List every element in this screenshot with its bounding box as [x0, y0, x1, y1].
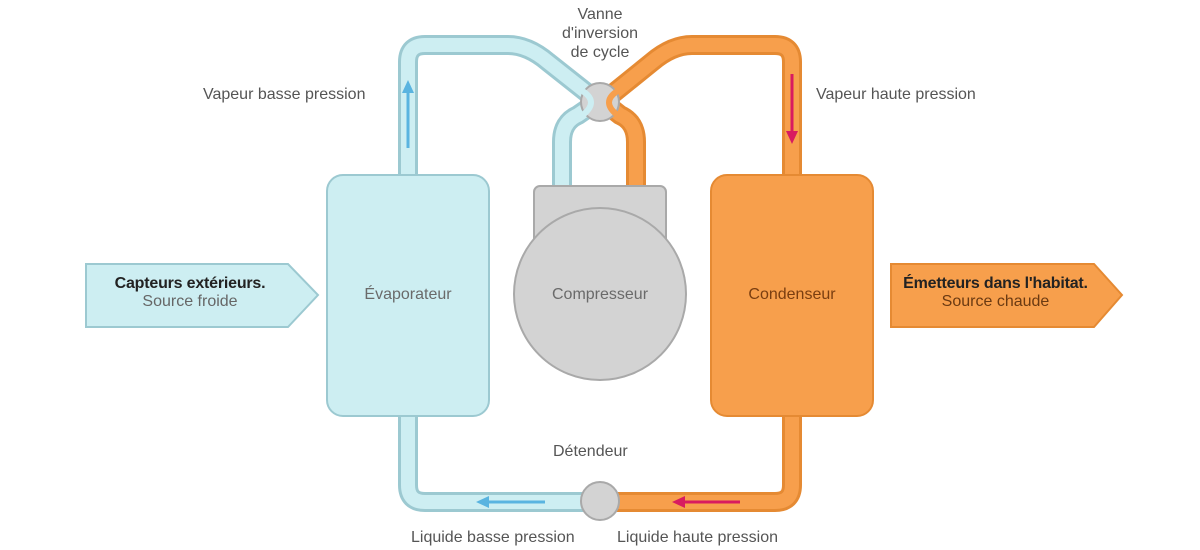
expander-label: Détendeur [553, 443, 628, 460]
condenser-box [710, 174, 874, 417]
evaporator-box [326, 174, 490, 417]
hot-pipe-bottom-fill [593, 403, 799, 509]
cold-pipe-top-fill [401, 38, 603, 187]
vapor-low-label: Vapeur basse pression [203, 86, 366, 103]
liquid-high-label: Liquide haute pression [617, 529, 779, 546]
arrow-icon-hot-down [786, 74, 798, 144]
hot-source-box: Émetteurs dans l'habitat. Source chaude [893, 275, 1098, 311]
evaporator-label: Évaporateur [364, 286, 452, 303]
hot-loop-pipe [590, 35, 802, 512]
cold-source-subtitle: Source froide [142, 293, 238, 310]
cold-source-box: Capteurs extérieurs. Source froide [90, 275, 290, 311]
valve-label: Vanne d'inversion de cycle [562, 6, 638, 61]
condenser-label: Condenseur [748, 286, 836, 303]
hot-pipe-top-fill [598, 38, 799, 187]
vapor-high-label: Vapeur haute pression [816, 86, 976, 103]
cold-loop-pipe [398, 35, 610, 512]
cold-source-arrow-shape [85, 263, 320, 328]
valve-inner-cold [581, 89, 594, 117]
arrow-icon-cold-left [476, 496, 545, 508]
hot-pipe-bottom [590, 400, 802, 512]
hot-source-arrow-shape [890, 263, 1124, 328]
circle-expander-icon [580, 481, 620, 521]
cold-source-title: Capteurs extérieurs. [114, 275, 266, 292]
compressor-label: Compresseur [551, 286, 649, 303]
arrow-icon-cold-up [402, 80, 414, 148]
liquid-low-label: Liquide basse pression [411, 529, 575, 546]
cold-pipe-bottom-fill [401, 403, 607, 509]
hot-source-subtitle: Source chaude [941, 293, 1050, 310]
cold-pipe-compressor-fill [555, 97, 601, 197]
hot-pipe-compressor-fill [599, 97, 643, 197]
arrow-icon-hot-left [672, 496, 740, 508]
valve-inner-hot [606, 89, 619, 117]
compressor-circle [513, 207, 687, 381]
hot-source-title: Émetteurs dans l'habitat. [903, 275, 1088, 292]
